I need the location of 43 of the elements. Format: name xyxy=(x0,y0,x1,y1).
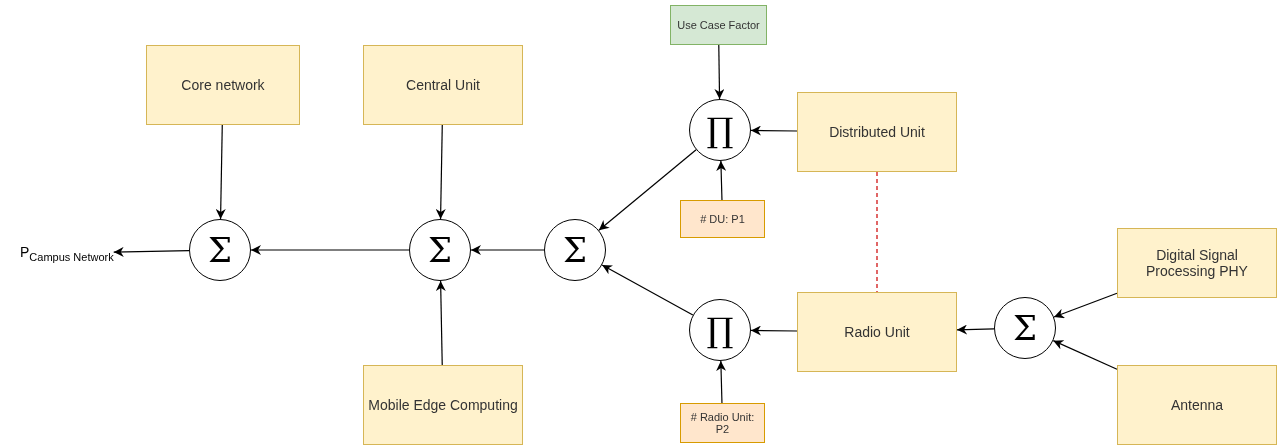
node-label: Central Unit xyxy=(406,77,480,93)
node-label: Radio Unit xyxy=(844,324,910,340)
arrow xyxy=(250,245,410,255)
process-box xyxy=(363,365,523,445)
arrow xyxy=(716,160,727,201)
arrow xyxy=(716,360,727,404)
arrow xyxy=(714,44,725,100)
node-label: Antenna xyxy=(1170,397,1224,413)
arrow xyxy=(215,124,226,220)
node-label: # Radio Unit: P2 xyxy=(689,411,756,435)
node-label: Digital Signal Processing PHY xyxy=(1145,247,1249,279)
arrow xyxy=(435,280,446,366)
node-label: Use Case Factor xyxy=(677,19,760,31)
arrow xyxy=(470,245,545,255)
process-box xyxy=(1117,228,1277,298)
operator-symbol: Σ xyxy=(1012,311,1037,345)
node-label: Mobile Edge Computing xyxy=(368,397,518,413)
node-label: Core network xyxy=(181,77,265,93)
operator-symbol: Σ xyxy=(427,233,452,267)
node-label: Distributed Unit xyxy=(829,124,925,140)
node-label: # DU: P1 xyxy=(700,213,745,225)
parameter-box xyxy=(680,403,765,443)
arrow xyxy=(113,246,190,257)
process-box xyxy=(797,92,957,172)
operator-symbol: Σ xyxy=(562,233,587,267)
arrow xyxy=(601,264,694,316)
process-box xyxy=(1117,365,1277,445)
process-box xyxy=(146,45,300,125)
arrow xyxy=(1052,340,1118,370)
operator-symbol: ∏ xyxy=(706,113,734,147)
parameter-box xyxy=(680,200,765,238)
arrow xyxy=(1053,292,1118,319)
arrow xyxy=(750,325,798,336)
arrow xyxy=(750,125,798,136)
arrow xyxy=(435,124,446,220)
output-label: P$_{Campus Network}$ xyxy=(20,238,114,268)
operator-symbol: ∏ xyxy=(706,313,734,347)
arrow xyxy=(956,324,995,335)
arrow xyxy=(598,149,697,231)
operator-symbol: Σ xyxy=(207,233,232,267)
process-box xyxy=(363,45,523,125)
factor-box xyxy=(670,5,767,45)
process-box xyxy=(797,292,957,372)
